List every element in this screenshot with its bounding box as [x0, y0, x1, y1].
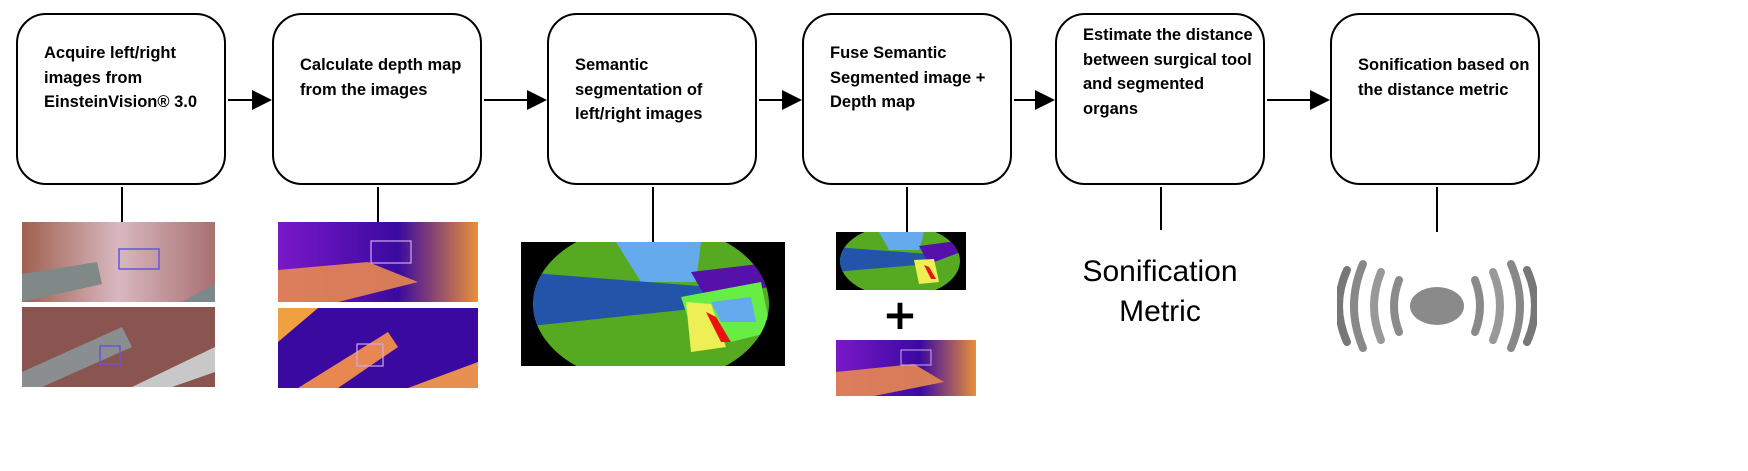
segmentation-image	[521, 242, 785, 366]
step-segmentation: Semantic segmentation of left/right imag…	[547, 13, 757, 185]
fused-inputs: +	[836, 232, 976, 396]
step-acquire: Acquire left/right images from EinsteinV…	[16, 13, 226, 185]
sonification-metric-label: Sonification Metric	[1050, 252, 1270, 332]
plus-operator: +	[882, 290, 917, 339]
metric-line2: Metric	[1119, 295, 1201, 328]
speaker-sound-icon	[1337, 260, 1537, 352]
step-label: Estimate the distance between surgical t…	[1083, 26, 1253, 118]
step-depth: Calculate depth map from the images	[272, 13, 482, 185]
depth-maps	[278, 222, 478, 388]
step-fuse: Fuse Semantic Segmented image + Depth ma…	[802, 13, 1012, 185]
step-estimate: Estimate the distance between surgical t…	[1055, 13, 1265, 185]
metric-line1: Sonification	[1082, 255, 1238, 288]
step-label: Acquire left/right images from EinsteinV…	[44, 44, 198, 111]
step-label: Semantic segmentation of left/right imag…	[575, 56, 703, 123]
step-label: Sonification based on the distance metri…	[1358, 56, 1530, 99]
step-label: Fuse Semantic Segmented image + Depth ma…	[830, 44, 986, 111]
step-label: Calculate depth map from the images	[300, 56, 462, 99]
step-sonification: Sonification based on the distance metri…	[1330, 13, 1540, 185]
stereo-images	[22, 222, 215, 387]
